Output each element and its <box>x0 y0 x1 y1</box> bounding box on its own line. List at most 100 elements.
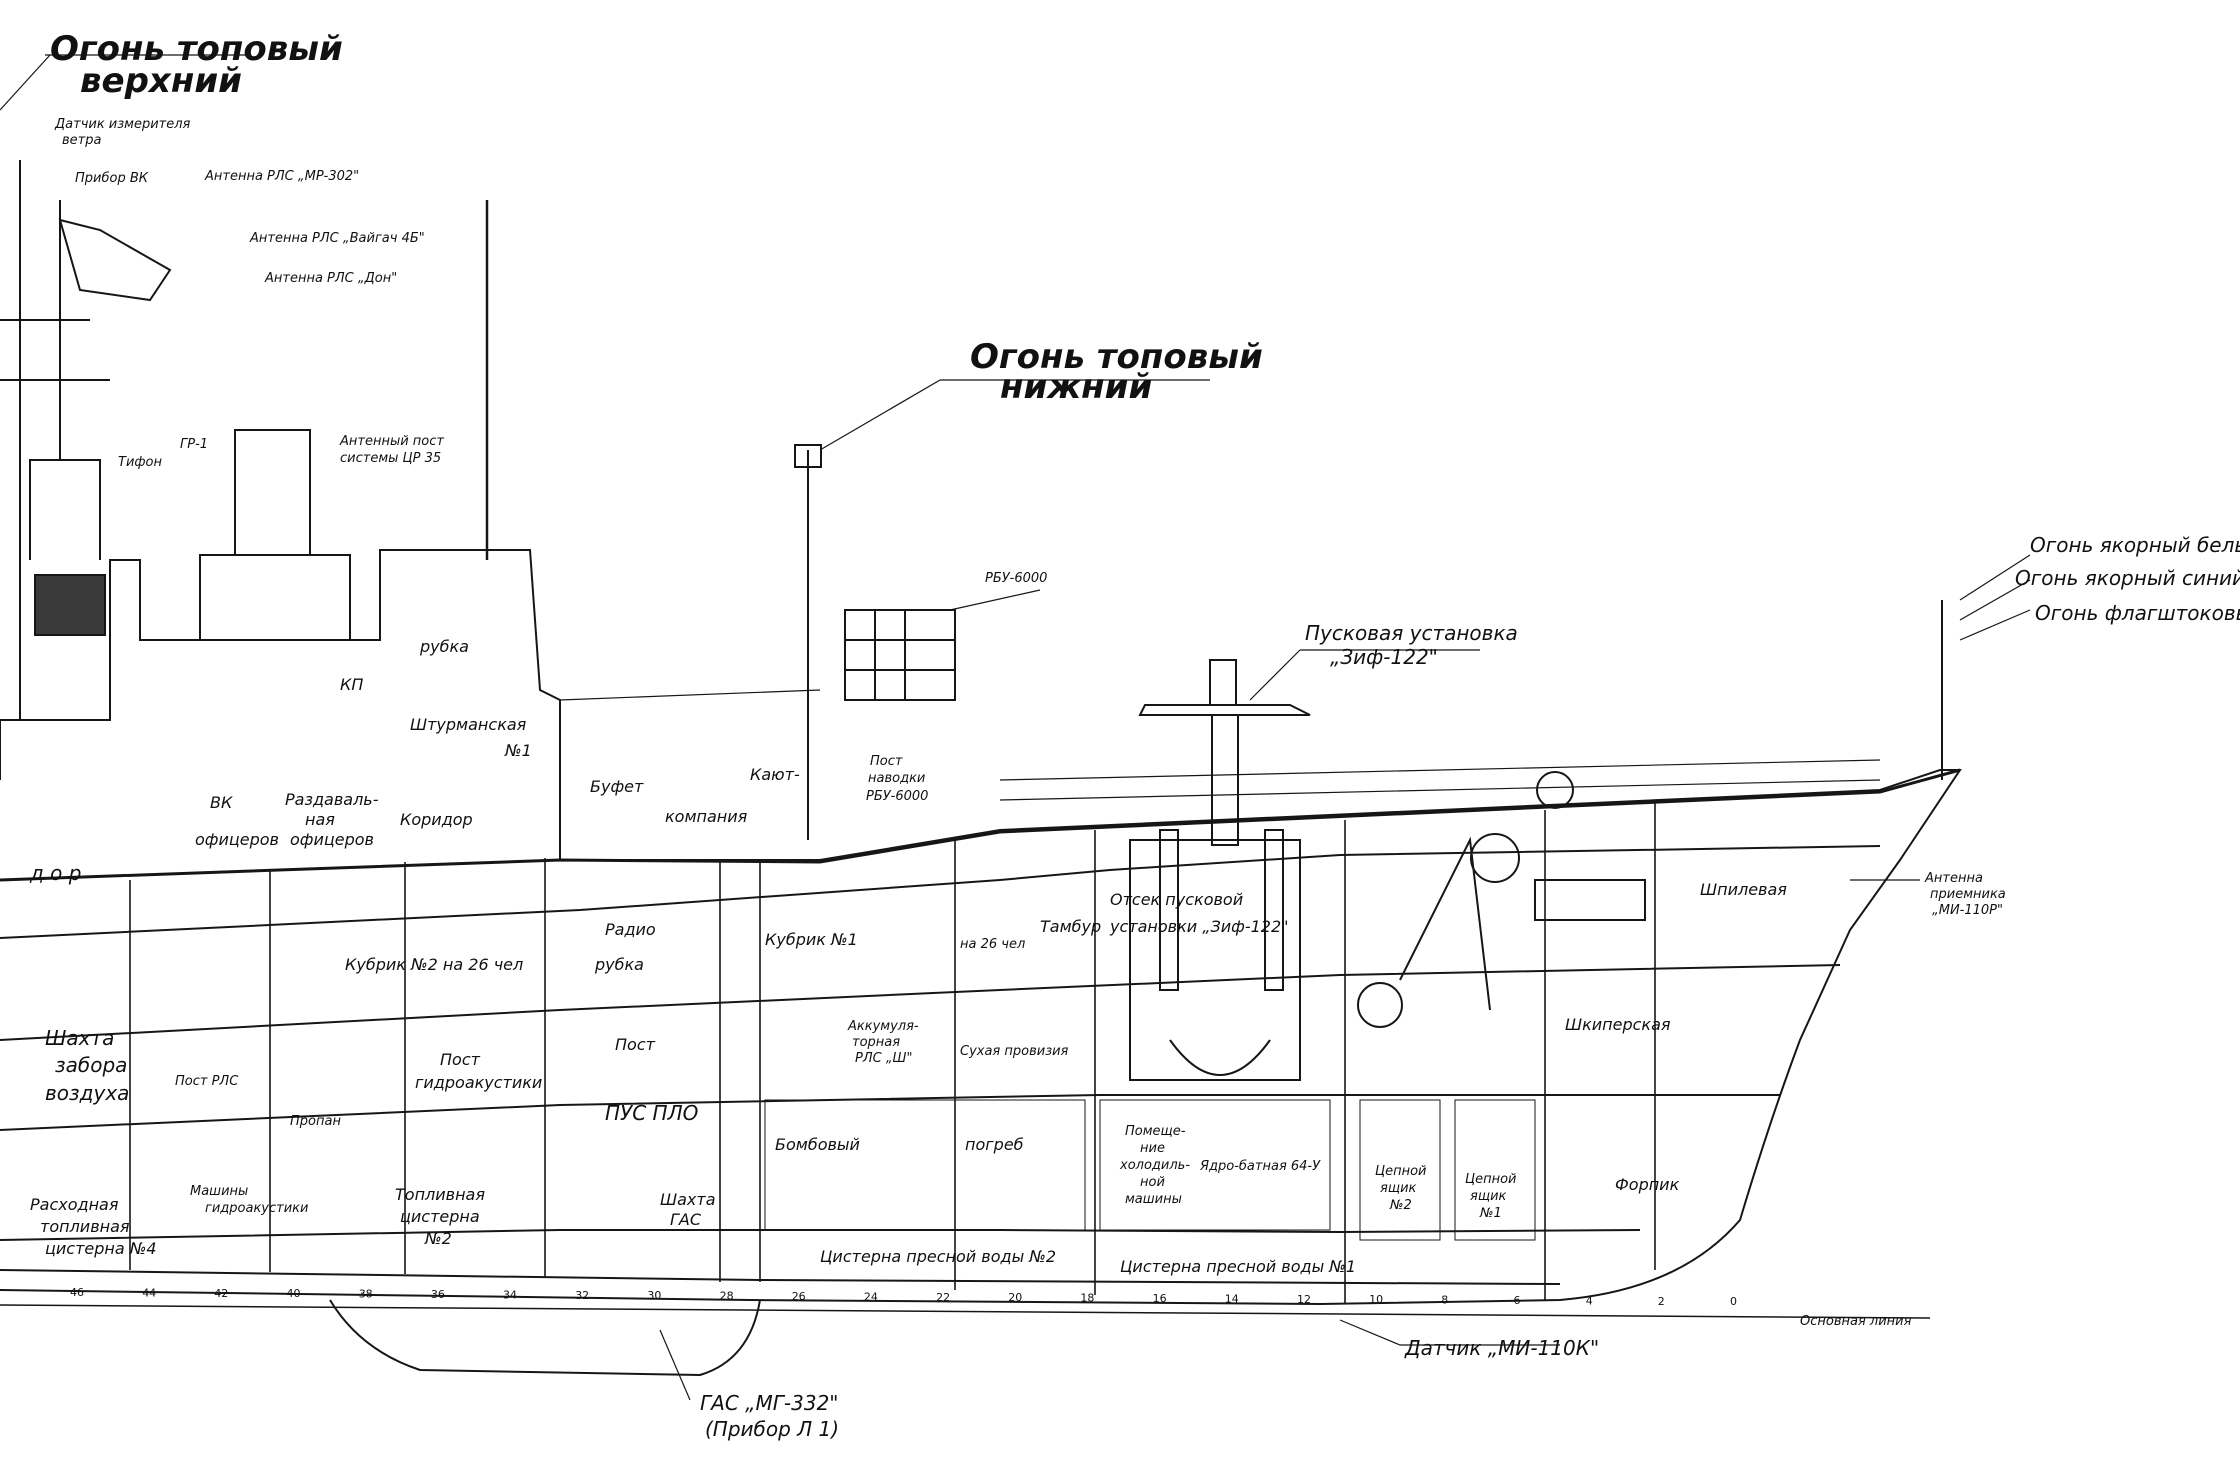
room-vk-1: ВК <box>210 793 233 812</box>
room-chain2-2: ящик <box>1380 1181 1417 1196</box>
room-cubicle1-cap: на 26 чел <box>960 937 1025 952</box>
radar-post <box>234 429 311 555</box>
room-kp: КП <box>340 675 363 694</box>
frame-number: 42 <box>214 1287 228 1300</box>
baseline-label: Основная линия <box>1800 1314 1912 1329</box>
lower-mast-light <box>794 444 822 468</box>
frame-number: 18 <box>1080 1292 1094 1305</box>
superstructure <box>0 549 561 860</box>
wind-sensor-label-2: ветра <box>62 133 101 148</box>
frame-number: 10 <box>1369 1293 1383 1306</box>
launcher-label-2: „Зиф-122" <box>1330 645 1438 669</box>
room-launcher-bay-2: установки „Зиф-122" <box>1109 917 1289 936</box>
room-vk-2: офицеров <box>195 830 279 849</box>
antenna-post-label-2: системы ЦР 35 <box>340 451 441 466</box>
second-deck <box>0 845 1881 939</box>
antenna-receiver-label-3: „МИ-110Р" <box>1932 903 2003 918</box>
double-bottom <box>0 1229 1641 1241</box>
room-dispense-3: офицеров <box>290 830 374 849</box>
frame-number: 34 <box>503 1288 517 1301</box>
room-shaft-1: Шахта <box>45 1026 114 1050</box>
anchor-gear <box>1357 771 1646 1028</box>
rbu-label: РБУ-6000 <box>985 571 1047 586</box>
gp1-label: ГР-1 <box>180 437 208 452</box>
room-nav-no: №1 <box>504 741 532 760</box>
upper-mast-light-title: Огонь топовый <box>50 29 343 69</box>
lower-mast-light-sub: нижний <box>1000 367 1152 407</box>
room-rbu-post-3: РБУ-6000 <box>866 789 928 804</box>
gas-label-1: ГАС „МГ-332" <box>700 1391 839 1415</box>
tifon-label: Тифон <box>118 455 162 470</box>
room-chain1-3: №1 <box>1479 1206 1502 1221</box>
mast-house <box>29 459 101 560</box>
leader-lines <box>0 54 2031 1401</box>
room-ammo-1: Бомбовый <box>775 1135 860 1154</box>
frame-number: 4 <box>1586 1294 1593 1307</box>
anchor-blue-label: Огонь якорный синий <box>2015 566 2240 590</box>
main-mast <box>0 160 172 720</box>
room-rbu-post-2: наводки <box>868 771 925 786</box>
flag-light-label: Огонь флагштоковый <box>2035 601 2240 625</box>
room-tambour: Тамбур <box>1040 917 1101 936</box>
bulbous-keel <box>329 1299 761 1377</box>
antenna-vaigach-label: Антенна РЛС „Вайгач 4Б" <box>249 231 425 246</box>
room-fuel-supply-1: Расходная <box>30 1195 119 1214</box>
room-chain2-1: Цепной <box>1375 1164 1427 1179</box>
room-fuel-tank-3: №2 <box>424 1229 452 1248</box>
room-accum-3: РЛС „Ш" <box>855 1051 912 1066</box>
frame-number: 14 <box>1225 1292 1239 1305</box>
launcher <box>1129 659 1311 1081</box>
frame-number: 20 <box>1008 1291 1022 1304</box>
upper-mast-light-sub: верхний <box>80 61 242 101</box>
platform-deck <box>0 1094 1780 1131</box>
anchor-white-label: Огонь якорный белый <box>2030 533 2240 557</box>
bridge-top <box>199 554 351 640</box>
frame-number: 8 <box>1441 1294 1448 1307</box>
third-deck <box>0 964 1841 1041</box>
room-radio-2: рубка <box>594 955 644 974</box>
baseline <box>0 1304 1931 1319</box>
room-chain1-2: ящик <box>1470 1189 1507 1204</box>
room-gas-shaft-2: ГАС <box>670 1210 702 1229</box>
room-cold-4: ной <box>1140 1175 1165 1190</box>
room-corridor-2: д о р <box>29 861 81 885</box>
room-navigation: Штурманская <box>410 715 527 734</box>
room-shipil: Шпилевая <box>1700 880 1787 899</box>
room-cold-2: ние <box>1140 1141 1165 1156</box>
frame-number: 46 <box>70 1286 84 1299</box>
room-water-tank-1: Цистерна пресной воды №1 <box>1120 1257 1356 1276</box>
room-dispense-1: Раздаваль- <box>285 790 379 809</box>
room-fuel-supply-3: цистерна №4 <box>45 1239 157 1258</box>
bulkheads <box>129 800 1656 1304</box>
room-post-gas-1: Пост <box>440 1050 481 1069</box>
sensor-mi110k-label: Датчик „МИ-110К" <box>1404 1336 1599 1360</box>
room-cold-5: машины <box>1125 1192 1182 1207</box>
room-machines: Машины <box>190 1184 248 1199</box>
room-rbu-post-1: Пост <box>870 754 903 769</box>
frame-number: 22 <box>936 1291 950 1304</box>
room-radio-1: Радио <box>605 920 656 939</box>
chain-lockers <box>1359 1099 1536 1241</box>
frame-number: 0 <box>1730 1295 1737 1308</box>
room-buffet: Буфет <box>590 777 644 796</box>
rbu-mount <box>844 609 956 701</box>
room-ammo-rbu: Ядро-батная 64-У <box>1199 1159 1321 1174</box>
room-sukh: Сухая провизия <box>960 1044 1069 1059</box>
room-shaft-3: воздуха <box>45 1081 129 1105</box>
room-canteen: Кают- <box>750 765 800 784</box>
frame-number: 16 <box>1153 1292 1167 1305</box>
room-shkiper: Шкиперская <box>1565 1015 1671 1034</box>
frame-number: 40 <box>287 1287 301 1300</box>
room-water-tank-2: Цистерна пресной воды №2 <box>820 1247 1056 1266</box>
device-vk-label: Прибор ВК <box>75 171 149 186</box>
room-wheelhouse: рубка <box>419 637 469 656</box>
room-corridor: Коридор <box>400 810 473 829</box>
room-dispense-2: ная <box>305 810 335 829</box>
frame-number: 2 <box>1658 1295 1665 1308</box>
room-fuel-tank-1: Топливная <box>395 1185 485 1204</box>
room-post-gas-2: гидроакустики <box>415 1073 542 1092</box>
frame-number: 30 <box>647 1289 661 1302</box>
